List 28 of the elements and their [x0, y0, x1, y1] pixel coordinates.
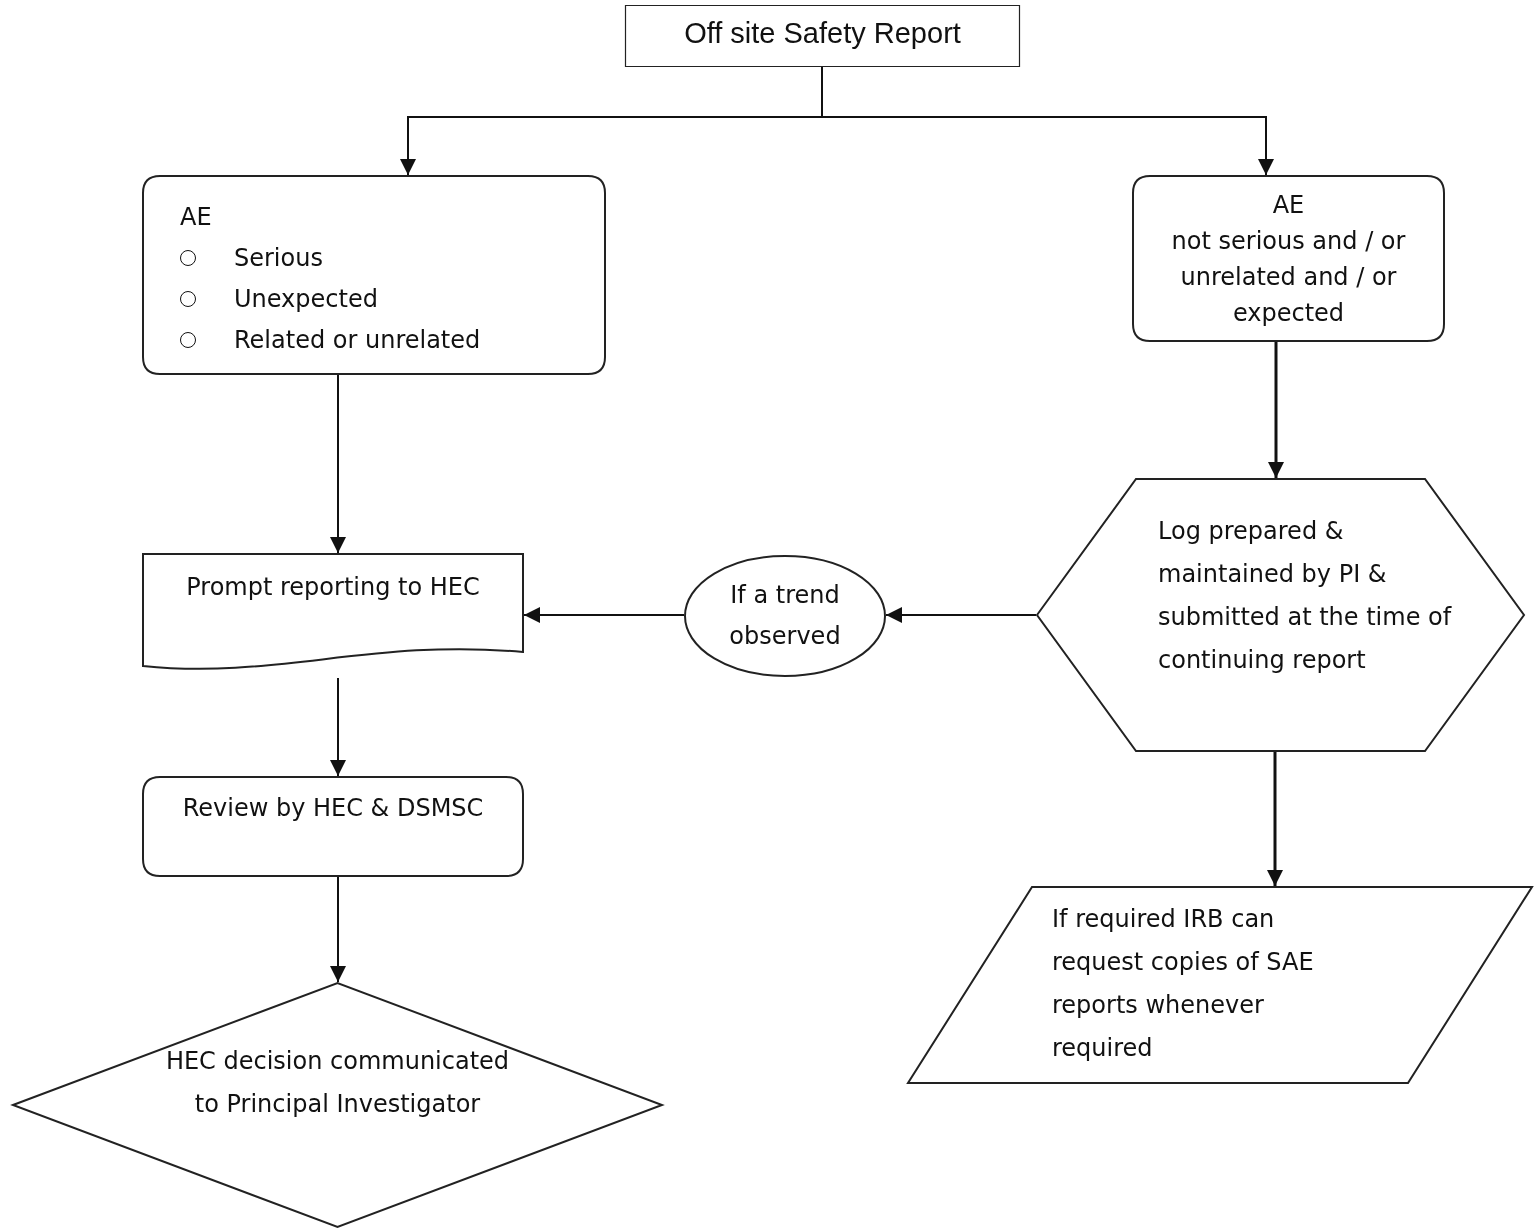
list-item: Unexpected — [234, 284, 378, 315]
process-box — [142, 175, 606, 375]
list-item: Serious — [234, 243, 323, 274]
decision-ellipse — [684, 555, 886, 677]
arrow — [330, 677, 346, 777]
node-text: If a trend observed — [728, 580, 842, 652]
process-box — [142, 776, 524, 877]
arrow — [885, 607, 1037, 623]
node-text: Prompt reporting to HEC — [185, 572, 481, 603]
list-item: Related or unrelated — [234, 325, 481, 356]
arrow — [1267, 752, 1283, 886]
arrow — [1268, 342, 1284, 478]
decision-diamond — [12, 982, 663, 1228]
process-hexagon — [1036, 478, 1525, 752]
node-heading: AE — [180, 202, 213, 233]
arrow — [523, 607, 685, 623]
node-text: If required IRB can request copies of SAE reports whenever required — [1052, 904, 1315, 1064]
node-heading: AE — [1271, 190, 1306, 221]
arrow — [330, 876, 346, 983]
process-box — [1132, 175, 1445, 342]
arrow — [330, 374, 346, 554]
data-parallelogram — [907, 886, 1533, 1084]
node-text: Log prepared & maintained by PI & submitted at the time of continuing report — [1158, 516, 1453, 676]
node-text: not serious and / or unrelated and / or expected — [1170, 226, 1407, 329]
node-text: HEC decision communicated to Principal Investigator — [164, 1046, 511, 1120]
title-box — [625, 5, 1020, 67]
node-text: Review by HEC & DSMSC — [181, 793, 485, 824]
node-text: Off site Safety Report — [683, 17, 962, 50]
